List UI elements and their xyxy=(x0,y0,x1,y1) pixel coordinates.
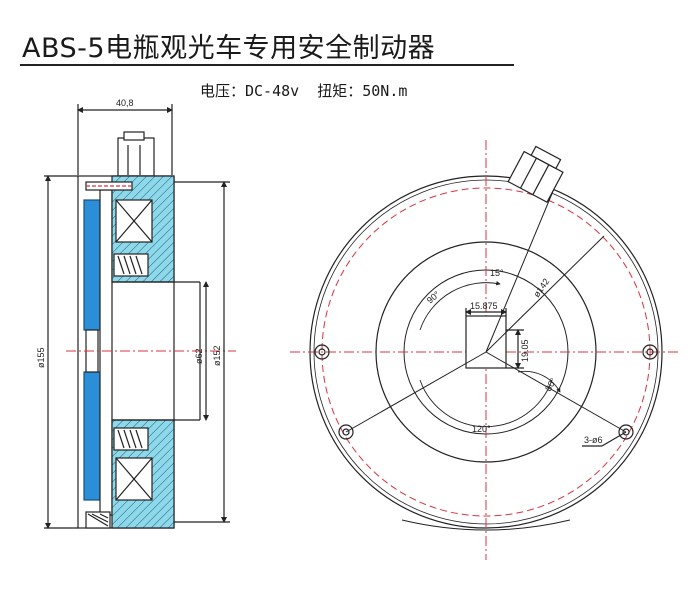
inner-dia-label: ø62 xyxy=(194,348,204,364)
width-dim-label: 40,8 xyxy=(116,98,134,108)
connector xyxy=(117,137,155,177)
angle-80-label: 80° xyxy=(543,376,559,393)
outer-dia-label-right: ø152 xyxy=(212,345,222,366)
hole-bottom-right xyxy=(618,424,634,440)
hole-spec-label: 3-ø6 xyxy=(584,435,603,445)
armature-plate xyxy=(99,189,113,516)
hole-bottom-left xyxy=(338,424,354,440)
outer-dia-label-left: ø155 xyxy=(36,347,46,368)
friction-disc xyxy=(83,199,101,331)
shaft-height-label: 19.05 xyxy=(520,339,530,362)
bolt-circle-label: ø142 xyxy=(531,277,551,300)
front-view xyxy=(290,140,680,560)
angle-90-label: 90° xyxy=(425,289,442,306)
shaft-width-label: 15.875 xyxy=(470,301,498,311)
angle-15-label: 15° xyxy=(490,268,504,278)
title-underline xyxy=(20,64,514,66)
diagram-title: ABS-5电瓶观光车专用安全制动器 xyxy=(22,33,436,64)
front-connector xyxy=(507,145,564,204)
hole-right xyxy=(642,344,658,360)
spec-line: 电压：DC-48v 扭矩：50N.m xyxy=(200,82,408,100)
hole-left xyxy=(314,344,330,360)
section-view xyxy=(44,104,236,529)
angle-120-label: 120° xyxy=(472,424,491,434)
